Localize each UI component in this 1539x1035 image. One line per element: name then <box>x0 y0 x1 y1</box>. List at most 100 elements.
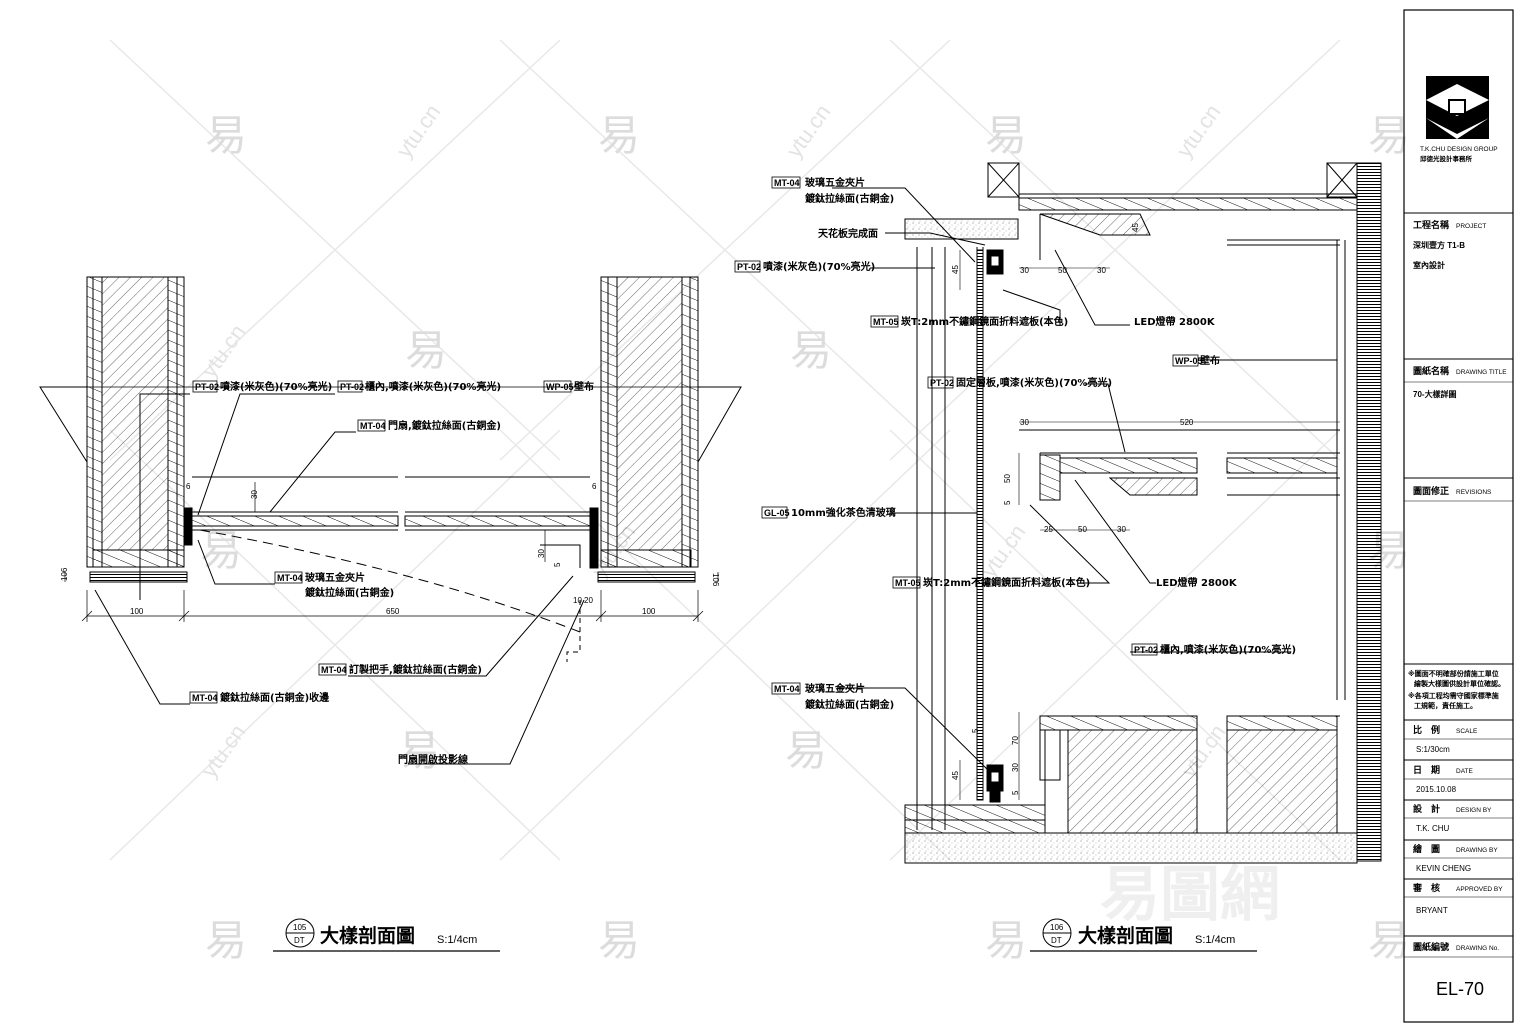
note-text: 崁T:2mm不鏽鋼鏡面折料遮板(本色) <box>923 576 1090 589</box>
detail-106-labels: MT-04 玻璃五金夾片 鍍鈦拉絲面(古銅金) 天花板完成面 PT-02 噴漆(… <box>734 176 1296 952</box>
drawing-title-label: 圖紙名稱 <box>1413 365 1449 377</box>
date-label-en: DATE <box>1456 768 1474 775</box>
drawing-number: EL-70 <box>1436 979 1484 999</box>
design-value: T.K. CHU <box>1416 824 1450 833</box>
approved-label-en: APPROVED BY <box>1456 886 1503 893</box>
drawing-title: 70-大樣詳圖 <box>1413 389 1457 399</box>
watermark-big: 易圖網 <box>1100 860 1280 930</box>
dimension: 106 <box>60 567 69 581</box>
note-text: LED燈帶 2800K <box>1134 315 1216 328</box>
note-line: 工規範，責任施工。 <box>1414 701 1477 710</box>
watermark-site: ytu.cn <box>196 320 250 382</box>
dimension: 10 <box>573 596 582 605</box>
detail-scale: S:1/4cm <box>437 934 477 946</box>
dimension: 520 <box>1180 418 1194 427</box>
note-text: 鍍鈦拉絲面(古銅金) <box>304 586 394 599</box>
detail-title: 大樣剖面圖 <box>320 924 415 947</box>
watermark-glyph: 易 <box>405 326 447 375</box>
dimension: 50 <box>1078 525 1087 534</box>
dimension: 5 <box>1003 500 1012 505</box>
watermark-glyph: 易 <box>985 916 1027 965</box>
watermark-glyph: 易 <box>598 111 640 160</box>
dimension: 100 <box>130 607 144 616</box>
note-text: 噴漆(米灰色)(70%亮光) <box>220 380 332 393</box>
dimension: 5 <box>553 562 562 567</box>
note-line: ※各項工程均需守國家標準施 <box>1408 691 1499 700</box>
title-block: T.K.CHU DESIGN GROUP 邱德光設計事務所 工程名稱 PROJE… <box>1403 9 1514 1023</box>
note-text: 壁布 <box>574 380 594 393</box>
dimension: 20 <box>584 596 593 605</box>
revisions-label-en: REVISIONS <box>1456 489 1492 496</box>
detail-scale: S:1/4cm <box>1195 934 1235 946</box>
dimension: 45 <box>1131 223 1140 232</box>
watermark-glyph: 易 <box>205 111 247 160</box>
note-code: PT-02 <box>930 378 954 388</box>
dimension: 25 <box>1044 525 1053 534</box>
note-text: 崁T:2mm不鏽鋼鏡面折料遮板(本色) <box>901 315 1068 328</box>
dimension: 30 <box>1011 763 1020 772</box>
note-text: 天花板完成面 <box>818 227 878 240</box>
note-text: 門扇,鍍鈦拉絲面(古銅金) <box>388 419 501 432</box>
note-text: 壁布 <box>1200 354 1220 367</box>
watermark-site: ytu.cn <box>976 520 1030 582</box>
note-text: LED燈帶 2800K <box>1156 576 1238 589</box>
detail-tag-number: 105 <box>293 923 307 932</box>
watermark-glyph: 易 <box>1368 111 1410 160</box>
detail-tag-number: 106 <box>1050 923 1064 932</box>
note-code: MT-04 <box>192 693 218 703</box>
project-label: 工程名稱 <box>1413 219 1449 231</box>
dimension: 45 <box>951 771 960 780</box>
detail-106-section <box>832 162 1382 864</box>
note-text: 鍍鈦拉絲面(古銅金)收邊 <box>219 691 329 704</box>
watermark-glyph: 易 <box>1368 916 1410 965</box>
watermark-site: ytu.cn <box>1171 100 1225 162</box>
revisions-label: 圖面修正 <box>1413 485 1449 497</box>
dimension: 50 <box>1003 474 1012 483</box>
dimension: 6 <box>186 482 191 491</box>
dimension: 106 <box>711 573 720 587</box>
note-text: 鍍鈦拉絲面(古銅金) <box>804 192 894 205</box>
watermark-glyph: 易 <box>985 111 1027 160</box>
note-code: MT-05 <box>873 317 899 327</box>
watermark-glyph: 易 <box>200 526 242 575</box>
dimension: 5 <box>1011 790 1020 795</box>
note-code: MT-04 <box>321 665 347 675</box>
note-text: 玻璃五金夾片 <box>805 176 865 189</box>
note-line: ※圖面不明確部份請施工單位 <box>1408 669 1499 678</box>
note-code: MT-05 <box>895 578 921 588</box>
note-text: 鍍鈦拉絲面(古銅金) <box>804 698 894 711</box>
note-text: 玻璃五金夾片 <box>805 682 865 695</box>
project-label-en: PROJECT <box>1456 223 1486 230</box>
note-line: 繪製大樣圖供設計單位確認。 <box>1414 679 1505 688</box>
project-scope: 室內設計 <box>1413 260 1445 270</box>
note-code: MT-04 <box>774 178 800 188</box>
drawing-by-label-en: DRAWING BY <box>1456 847 1498 854</box>
dimension: 45 <box>951 265 960 274</box>
approved-value: BRYANT <box>1416 906 1448 915</box>
watermark-glyph: 易 <box>790 326 832 375</box>
watermark-glyph: 易 <box>398 726 440 775</box>
note-code: MT-04 <box>360 421 386 431</box>
detail-title: 大樣剖面圖 <box>1078 924 1173 947</box>
dimension: 100 <box>642 607 656 616</box>
detail-tag-sheet: DT <box>294 936 305 945</box>
dimension: 30 <box>537 549 546 558</box>
watermark-layer: 易 易 易 易 易 易 易 易 易 易 易 易 易 易 ytu.cn ytu.c… <box>109 39 1410 965</box>
date-label: 日 期 <box>1413 764 1440 776</box>
company-name-en: T.K.CHU DESIGN GROUP <box>1420 146 1498 153</box>
company-name-zh: 邱德光設計事務所 <box>1420 154 1473 163</box>
note-code: WP-05 <box>546 382 574 392</box>
watermark-site: ytu.cn <box>781 100 835 162</box>
note-text: 訂製把手,鍍鈦拉絲面(古銅金) <box>349 663 482 676</box>
watermark-glyph: 易 <box>205 916 247 965</box>
design-label: 設 計 <box>1413 803 1440 815</box>
dimension: 5 <box>971 728 980 733</box>
scale-label-en: SCALE <box>1456 728 1478 735</box>
dimension: 650 <box>386 607 400 616</box>
drawing-number-label-en: DRAWING No. <box>1456 945 1499 952</box>
watermark-glyph: 易 <box>785 726 827 775</box>
note-code: GL-05 <box>764 508 790 518</box>
company-logo <box>1426 76 1489 139</box>
note-code: WP-05 <box>1175 356 1203 366</box>
